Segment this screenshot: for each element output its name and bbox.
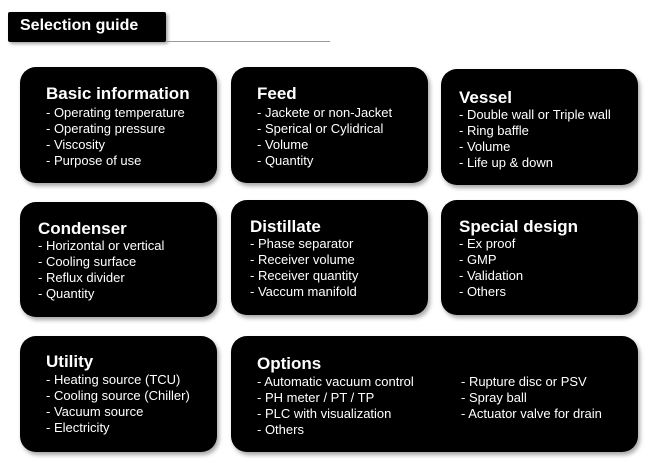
- list-item: - Quantity: [38, 286, 95, 301]
- list-item: - Reflux divider: [38, 270, 125, 285]
- card-item-list: - Automatic vacuum control - PH meter / …: [257, 374, 414, 438]
- list-item: - Volume: [459, 139, 511, 154]
- list-item: - PLC with visualization: [257, 406, 392, 421]
- list-item: - Spray ball: [461, 390, 527, 405]
- list-item: - Heating source (TCU): [46, 372, 181, 387]
- list-item: - Others: [459, 284, 506, 299]
- list-item: - Rupture disc or PSV: [461, 374, 587, 389]
- list-item: - PH meter / PT / TP: [257, 390, 375, 405]
- list-item: - Operating temperature: [46, 105, 185, 120]
- list-item: - Cooling source (Chiller): [46, 388, 190, 403]
- card-title: Vessel: [459, 88, 512, 107]
- list-item: - Receiver volume: [250, 252, 355, 267]
- list-item: - Cooling surface: [38, 254, 137, 269]
- list-item: - Horizontal or vertical: [38, 238, 165, 253]
- card-item-list-secondary: - Rupture disc or PSV - Spray ball - Act…: [461, 374, 602, 422]
- card-vessel: Vessel - Double wall or Triple wall - Ri…: [441, 69, 638, 185]
- card-item-list: - Phase separator - Receiver volume - Re…: [250, 236, 358, 300]
- card-title: Basic information: [46, 84, 190, 103]
- card-item-list: - Double wall or Triple wall - Ring baff…: [459, 107, 611, 171]
- list-item: - Operating pressure: [46, 121, 166, 136]
- list-item: - Ring baffle: [459, 123, 529, 138]
- section-title: Selection guide: [20, 17, 139, 34]
- card-distillate: Distillate - Phase separator - Receiver …: [231, 200, 428, 315]
- card-title: Condenser: [38, 219, 127, 238]
- header-divider: [166, 41, 330, 42]
- card-title: Distillate: [250, 217, 321, 236]
- card-item-list: - Jackete or non-Jacket - Sperical or Cy…: [257, 105, 392, 169]
- card-condenser: Condenser - Horizontal or vertical - Coo…: [20, 202, 217, 317]
- list-item: - Actuator valve for drain: [461, 406, 602, 421]
- card-title: Options: [257, 354, 322, 373]
- list-item: - Double wall or Triple wall: [459, 107, 611, 122]
- list-item: - GMP: [459, 252, 497, 267]
- card-special-design: Special design - Ex proof - GMP - Valida…: [441, 200, 638, 315]
- card-basic-information: Basic information - Operating temperatur…: [20, 67, 217, 183]
- card-utility: Utility - Heating source (TCU) - Cooling…: [20, 336, 217, 452]
- card-item-list: - Horizontal or vertical - Cooling surfa…: [38, 238, 164, 302]
- list-item: - Ex proof: [459, 236, 516, 251]
- card-item-list: - Ex proof - GMP - Validation - Others: [459, 236, 523, 300]
- card-item-list: - Heating source (TCU) - Cooling source …: [46, 372, 190, 436]
- list-item: - Jackete or non-Jacket: [257, 105, 393, 120]
- list-item: - Volume: [257, 137, 309, 152]
- card-title: Special design: [459, 217, 579, 236]
- card-title: Feed: [257, 84, 297, 103]
- list-item: - Sperical or Cylidrical: [257, 121, 384, 136]
- list-item: - Electricity: [46, 420, 110, 435]
- list-item: - Receiver quantity: [250, 268, 359, 283]
- list-item: - Phase separator: [250, 236, 354, 251]
- list-item: - Purpose of use: [46, 153, 142, 168]
- list-item: - Life up & down: [459, 155, 553, 170]
- list-item: - Validation: [459, 268, 524, 283]
- list-item: - Quantity: [257, 153, 314, 168]
- card-feed: Feed - Jackete or non-Jacket - Sperical …: [231, 67, 428, 183]
- list-item: - Automatic vacuum control: [257, 374, 414, 389]
- list-item: - Vaccum manifold: [250, 284, 357, 299]
- card-options: Options - Automatic vacuum control - PH …: [231, 336, 638, 452]
- card-title: Utility: [46, 352, 94, 371]
- list-item: - Vacuum source: [46, 404, 144, 419]
- list-item: - Viscosity: [46, 137, 105, 152]
- list-item: - Others: [257, 422, 304, 437]
- section-header: Selection guide: [8, 12, 166, 42]
- card-item-list: - Operating temperature - Operating pres…: [46, 105, 185, 169]
